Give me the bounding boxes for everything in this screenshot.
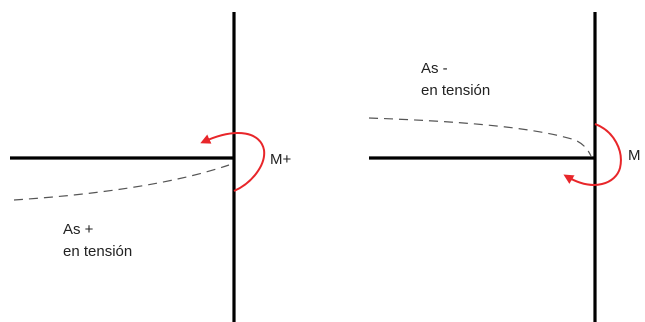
left-joint: M+ As + en tensión — [10, 12, 291, 322]
left-steel-label-line2: en tensión — [63, 243, 132, 260]
right-moment-label: M — [628, 147, 641, 164]
left-moment-label: M+ — [270, 151, 291, 168]
right-deflected-shape — [368, 117, 592, 157]
left-moment-arrow — [200, 132, 266, 192]
right-moment-arrow — [563, 123, 622, 186]
left-steel-label-line1: As + — [63, 221, 94, 238]
right-steel-label-line2: en tensión — [421, 82, 490, 99]
right-joint: M As - en tensión — [368, 12, 641, 322]
right-steel-label-line1: As - — [421, 60, 448, 77]
left-deflected-shape — [13, 164, 230, 201]
